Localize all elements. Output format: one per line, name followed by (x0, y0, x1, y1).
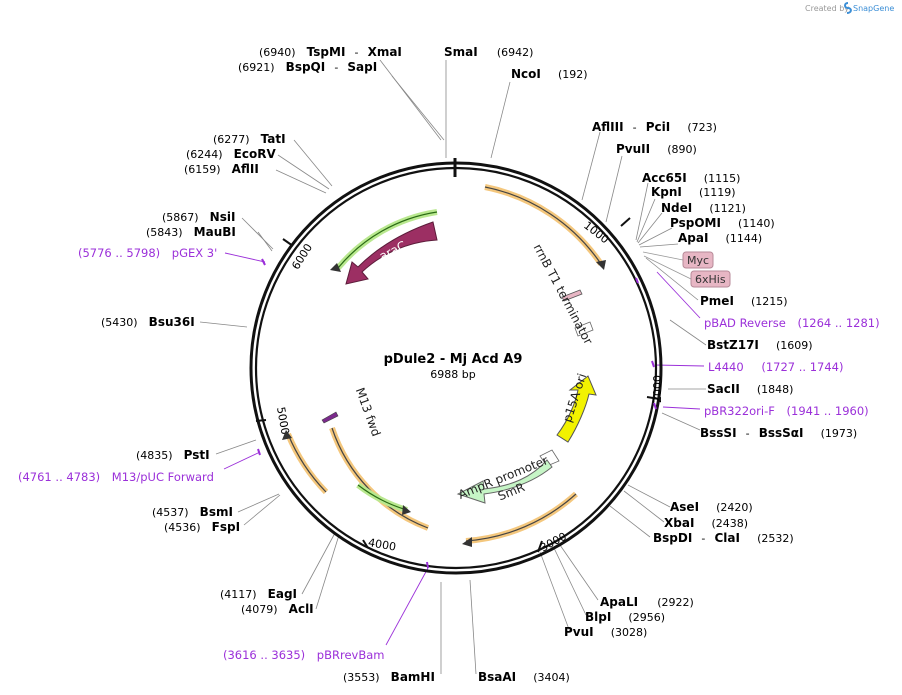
rrnb-label: rrnB T1 terminator (531, 242, 596, 347)
site-pspomi[interactable]: PspOMI (1140) (670, 212, 775, 231)
site-maubi[interactable]: (5843) MauBI (146, 221, 236, 240)
site-pmei[interactable]: PmeI (1215) (700, 290, 788, 309)
primer-lines (223, 252, 705, 646)
primer-marks (257, 258, 657, 569)
site-bsaai[interactable]: BsaAI (3404) (478, 666, 570, 685)
site-kpni[interactable]: KpnI (1119) (651, 181, 736, 200)
plasmid-size: 6988 bp (430, 368, 475, 381)
site-smai[interactable]: SmaI (6942) (444, 41, 533, 60)
tick-5000: 5000 (274, 406, 292, 436)
arac-label: araC (377, 238, 408, 263)
m13-fwd-arrow[interactable] (321, 411, 339, 424)
site-asei[interactable]: AseI (2420) (670, 496, 753, 515)
plasmid-name: pDule2 - Mj Acd A9 (384, 352, 523, 367)
site-blpi[interactable]: BlpI (2956) (585, 606, 665, 625)
site-apai[interactable]: ApaI (1144) (678, 227, 762, 246)
orf-arcs (285, 184, 604, 544)
site-eagi[interactable]: (4117) EagI (220, 583, 297, 602)
tick-4000: 4000 (367, 536, 397, 554)
site-fspi[interactable]: (4536) FspI (164, 516, 240, 535)
credit-text: Created by (805, 4, 849, 13)
site-tspmi-xmai[interactable]: (6940) TspMI - XmaI (259, 41, 402, 60)
site-xbai[interactable]: XbaI (2438) (664, 512, 748, 531)
site-bsu36i[interactable]: (5430) Bsu36I (101, 311, 195, 330)
site-aflii[interactable]: (6159) AflII (184, 158, 259, 177)
tick-marks (255, 217, 660, 553)
site-bstz17i[interactable]: BstZ17I (1609) (707, 334, 813, 353)
site-apali[interactable]: ApaLI (2922) (600, 591, 694, 610)
smr-arrow[interactable] (456, 459, 553, 504)
orf-arrowheads (282, 260, 606, 547)
arac-arrow[interactable] (345, 221, 438, 285)
site-psti[interactable]: (4835) PstI (136, 444, 210, 463)
site-acli[interactable]: (4079) AclI (241, 598, 314, 617)
site-bsmi[interactable]: (4537) BsmI (152, 501, 233, 520)
site-ndei[interactable]: NdeI (1121) (661, 197, 746, 216)
primer-l4440[interactable]: L4440 (1727 .. 1744) (708, 360, 843, 374)
brand-text: SnapGene (853, 4, 894, 13)
site-nsii[interactable]: (5867) NsiI (162, 206, 235, 225)
primer-pgex-3[interactable]: (5776 .. 5798) pGEX 3' (78, 246, 217, 260)
tick-2000: 2000 (651, 375, 664, 403)
site-bspdi-clai[interactable]: BspDI - ClaI (2532) (653, 527, 794, 546)
site-acc65i[interactable]: Acc65I (1115) (642, 167, 740, 186)
his-label: 6xHis (695, 273, 726, 286)
site-afliii-pcii[interactable]: AflIII - PciI (723) (592, 116, 717, 135)
site-bamhi[interactable]: (3553) BamHI (343, 666, 435, 685)
leader-lines (199, 59, 707, 675)
primer-pbrrevbam[interactable]: (3616 .. 3635) pBRrevBam (223, 648, 384, 662)
site-bsssi[interactable]: BssSI - BssSαI (1973) (700, 422, 857, 441)
site-sacii[interactable]: SacII (1848) (707, 378, 793, 397)
primer-m13-puc-forward[interactable]: (4761 .. 4783) M13/pUC Forward (18, 470, 214, 484)
p15a-arrow[interactable] (556, 375, 597, 443)
site-tati[interactable]: (6277) TatI (213, 128, 286, 147)
site-bspqi-sapi[interactable]: (6921) BspQI - SapI (238, 56, 377, 75)
primer-pbad-reverse[interactable]: pBAD Reverse (1264 .. 1281) (704, 316, 880, 330)
site-pvui[interactable]: PvuI (3028) (564, 621, 647, 640)
primer-pbr322ori-f[interactable]: pBR322ori-F (1941 .. 1960) (704, 404, 869, 418)
site-pvuii[interactable]: PvuII (890) (616, 138, 697, 157)
site-ncoi[interactable]: NcoI (192) (511, 63, 588, 82)
m13-label: M13 fwd (353, 386, 384, 439)
site-ecorv[interactable]: (6244) EcoRV (186, 143, 276, 162)
snapgene-logo (844, 2, 852, 14)
rrnb-terminator[interactable] (561, 289, 594, 337)
myc-label: Myc (687, 254, 709, 267)
